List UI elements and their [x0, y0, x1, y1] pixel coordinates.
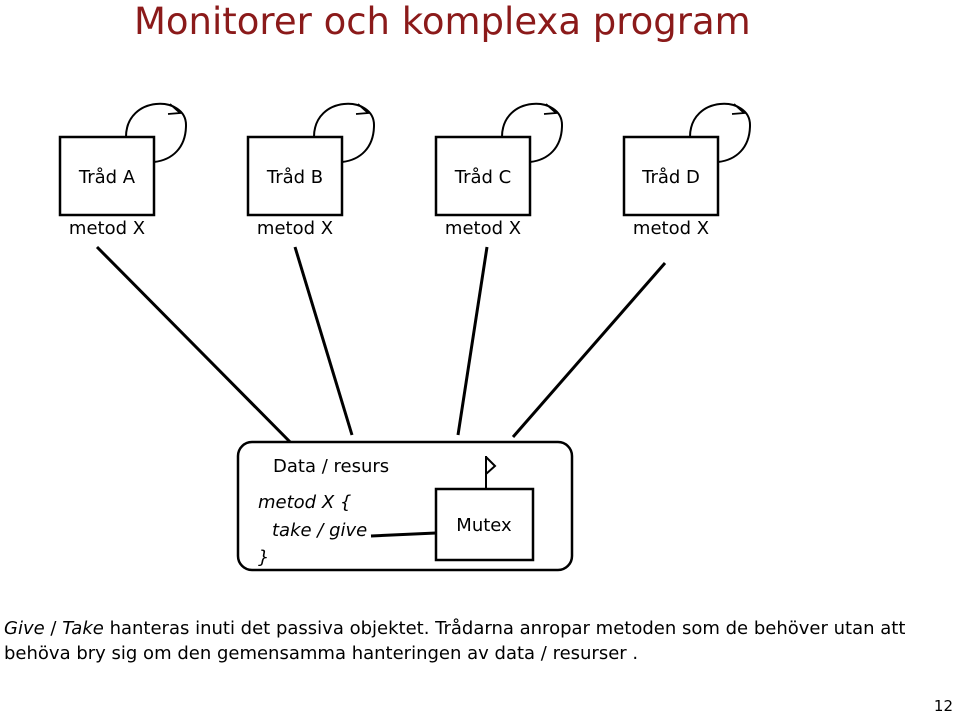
- thread-d-loop-arrow: [689, 102, 752, 163]
- call-line-c: [456, 246, 489, 436]
- arrowhead-icon: [543, 103, 559, 115]
- thread-a-loop-arrow: [125, 102, 188, 163]
- arrowhead-icon: [167, 103, 183, 115]
- caption-slash: /: [44, 618, 63, 639]
- arrowhead-icon: [731, 103, 747, 115]
- thread-d-box: [622, 135, 720, 217]
- mutex-label: Mutex: [456, 515, 512, 536]
- monitor-code-line-2: take / give: [272, 520, 367, 541]
- mutex-box: [434, 487, 535, 562]
- monitor-code-line-3: }: [258, 547, 269, 568]
- thread-a: Tråd A: [58, 102, 188, 217]
- thread-c-method: metod X: [445, 218, 521, 239]
- call-line-d: [511, 262, 667, 438]
- page-number: 12: [933, 697, 953, 715]
- caption: Give / Take hanteras inuti det passiva o…: [4, 616, 954, 666]
- monitor-code-line-1: metod X {: [258, 492, 351, 513]
- thread-c-loop-arrow: [501, 102, 564, 163]
- caption-text: hanteras inuti det passiva objektet. Trå…: [4, 618, 906, 664]
- mutex-link-line: [370, 531, 437, 538]
- thread-a-box: [58, 135, 156, 217]
- thread-a-method: metod X: [69, 218, 145, 239]
- thread-b-box: [246, 135, 344, 217]
- thread-b-loop-arrow: [313, 102, 376, 163]
- call-line-a: [95, 245, 302, 454]
- caption-take: Take: [62, 618, 104, 639]
- caption-give: Give: [4, 618, 45, 639]
- arrowhead-icon: [355, 103, 371, 115]
- flag-icon: [485, 456, 497, 475]
- thread-c: Tråd C: [434, 102, 564, 217]
- thread-b-method: metod X: [257, 218, 333, 239]
- thread-c-box: [434, 135, 532, 217]
- thread-d-method: metod X: [633, 218, 709, 239]
- thread-d-name: Tråd D: [641, 167, 700, 188]
- thread-b-name: Tråd B: [266, 167, 323, 188]
- thread-d: Tråd D: [622, 102, 752, 217]
- monitor-label: Data / resurs: [273, 456, 389, 477]
- slide-title: Monitorer och komplexa program: [134, 0, 751, 43]
- call-line-b: [293, 246, 354, 436]
- thread-a-name: Tråd A: [78, 167, 136, 188]
- thread-b: Tråd B: [246, 102, 376, 217]
- thread-c-name: Tråd C: [454, 167, 512, 188]
